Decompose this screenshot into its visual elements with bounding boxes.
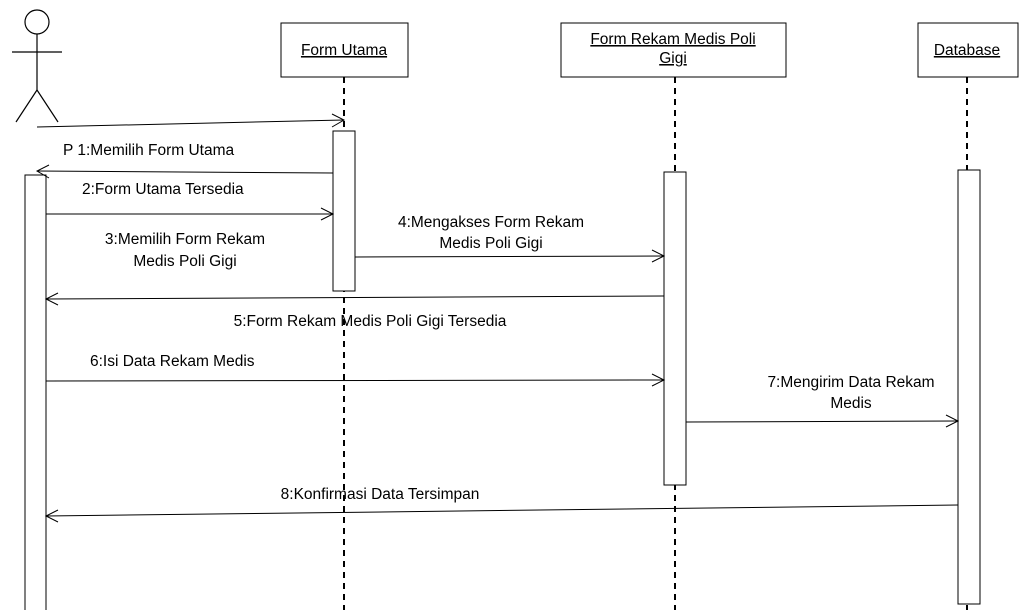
message-arrow-4 <box>354 249 666 263</box>
message-label-6: 6:Isi Data Rekam Medis <box>90 353 255 370</box>
activation-bar-form-rekam-medis <box>663 171 687 486</box>
object-box-database <box>917 22 1019 78</box>
message-label-3-line1: 3:Memilih Form Rekam <box>105 231 265 248</box>
message-arrow-5 <box>44 292 665 306</box>
message-arrow-2 <box>46 207 335 221</box>
object-label-form-rekam-medis-line1: Form Rekam Medis Poli <box>590 31 755 48</box>
activation-bar-form-utama <box>332 130 356 292</box>
actor-stick-figure <box>12 9 62 123</box>
object-label-form-utama: Form Utama <box>301 42 388 59</box>
message-label-7-line2: Medis <box>830 395 872 412</box>
message-label-8: 8:Konfirmasi Data Tersimpan <box>281 486 480 503</box>
message-label-4-line2: Medis Poli Gigi <box>439 235 542 252</box>
object-box-form-rekam-medis <box>560 22 787 78</box>
message-label-3-line2: Medis Poli Gigi <box>133 253 236 270</box>
object-label-database: Database <box>934 42 1000 59</box>
message-label-4-line1: 4:Mengakses Form Rekam <box>398 214 584 231</box>
message-arrow-8 <box>44 504 959 523</box>
activation-bar-database <box>957 169 981 605</box>
object-label-form-rekam-medis-line2: Gigi <box>659 50 687 67</box>
message-arrow-6 <box>45 373 666 387</box>
message-arrow-7 <box>685 414 960 428</box>
message-label-1: P 1:Memilih Form Utama <box>63 142 234 159</box>
object-box-form-utama <box>280 22 409 78</box>
message-arrow-0 <box>36 113 346 128</box>
message-label-7-line1: 7:Mengirim Data Rekam <box>767 374 934 391</box>
message-label-2: 2:Form Utama Tersedia <box>82 181 244 198</box>
activation-bar-actor <box>24 174 47 610</box>
message-arrow-1 <box>35 164 334 179</box>
message-label-5: 5:Form Rekam Medis Poli Gigi Tersedia <box>234 313 507 330</box>
